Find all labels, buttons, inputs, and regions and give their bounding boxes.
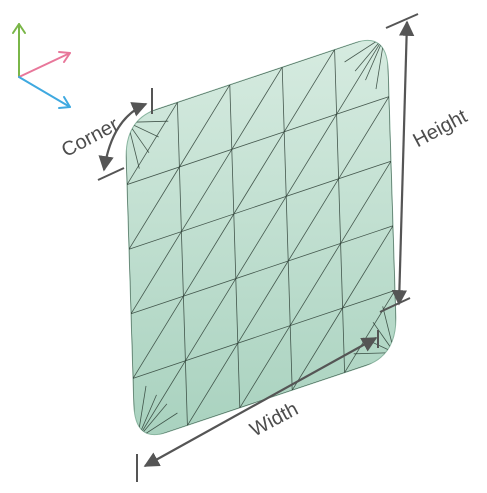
mesh-diagonal-line <box>130 231 182 315</box>
mesh-vertical-line <box>281 67 293 391</box>
height-label: Height <box>409 105 471 152</box>
mesh-diagonal-line <box>179 84 231 168</box>
corner-arc-arrow <box>98 102 148 172</box>
x-axis-arrowhead <box>58 51 71 63</box>
mesh-diagonal-line <box>235 196 287 279</box>
y-axis-arrowhead <box>12 23 26 34</box>
mesh-diagonal-line <box>237 260 289 344</box>
plane <box>125 39 397 436</box>
mesh-diagonal-line <box>289 243 341 326</box>
mesh-horizontal-line <box>130 225 394 315</box>
mesh-horizontal-line <box>128 160 392 250</box>
mesh-horizontal-line <box>126 96 390 185</box>
mesh-diagonal-line <box>181 149 233 232</box>
mesh-diagonal-line <box>128 166 180 250</box>
corner-label: Corner <box>58 113 123 161</box>
mesh-diagonal-line <box>183 213 235 297</box>
width-arrow <box>143 337 378 467</box>
mesh-diagonal-line <box>342 225 394 309</box>
mesh-diagonal-line <box>283 49 335 133</box>
mesh-diagonal-line <box>233 131 285 215</box>
x-axis-arrow <box>18 52 71 78</box>
height-tick-top <box>385 13 419 29</box>
mesh-vertical-line <box>334 49 345 373</box>
z-axis-arrowhead <box>58 96 71 109</box>
corner-tick-left <box>97 167 125 181</box>
height-arrow <box>391 20 415 306</box>
mesh-diagonal-line <box>287 178 339 262</box>
axes-gizmo <box>12 23 71 109</box>
mesh-diagonal-line <box>231 66 283 150</box>
z-axis-arrow <box>18 76 71 108</box>
mesh-diagonal-line <box>336 40 388 115</box>
mesh-diagonal-line <box>338 96 390 180</box>
mesh-diagonal-line <box>285 113 337 197</box>
mesh-diagonal-line <box>340 160 392 244</box>
